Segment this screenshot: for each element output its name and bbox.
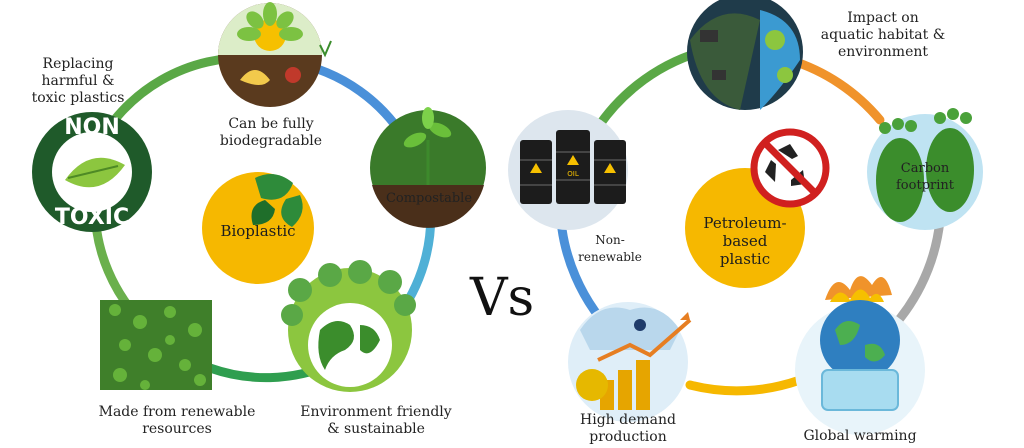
global-warming-label: Global warming [803, 428, 917, 444]
petroleum-title-line2: plastic [719, 250, 771, 268]
aquatic-label-line3: environment [837, 44, 929, 60]
non-renewable-label: Non- renewable [560, 232, 660, 266]
oil-barrel-label: OIL [567, 170, 579, 178]
renewable-label: Made from renewable resources [82, 404, 272, 438]
high-demand-label-line2: production [589, 429, 667, 445]
carbon-label-line1: Carbon [900, 161, 950, 176]
recycle-leaf-icon [251, 174, 303, 227]
badge-text-top: NON [64, 115, 120, 140]
grass-texture-icon [100, 300, 212, 390]
non-renewable-label-line2: renewable [578, 250, 642, 264]
non-renewable-label-line1: Non- [595, 233, 625, 247]
growth-chart-icon [568, 302, 692, 422]
biodegradable-icon [218, 2, 332, 107]
carbon-label: Carbon footprint [880, 160, 970, 194]
no-recycle-icon [750, 128, 830, 208]
environment-label-line2: & sustainable [327, 421, 425, 437]
petroleum-title-line1: Petroleum-based [703, 214, 787, 250]
polluted-earth-icon [687, 0, 803, 111]
biodegradable-label: Can be fully biodegradable [196, 116, 346, 150]
environment-label: Environment friendly & sustainable [286, 404, 466, 438]
oil-barrels-icon: OIL [508, 110, 628, 230]
carbon-label-line2: footprint [896, 178, 954, 193]
biodegradable-label-line1: Can be fully [228, 116, 314, 132]
renewable-label-line2: resources [142, 421, 212, 437]
high-demand-label: High demand production [568, 412, 688, 446]
environment-label-line1: Environment friendly [300, 404, 452, 420]
badge-text-bottom: TOXIC [55, 205, 129, 230]
non-toxic-badge: NON TOXIC [32, 112, 152, 232]
aquatic-label: Impact on aquatic habitat & environment [808, 10, 958, 61]
aquatic-label-line1: Impact on [847, 10, 919, 26]
non-toxic-label-line2: harmful & [41, 73, 115, 89]
high-demand-label-line1: High demand [580, 412, 676, 428]
renewable-label-line1: Made from renewable [98, 404, 256, 420]
non-toxic-label-line3: toxic plastics [31, 90, 125, 106]
versus-label: Vs [470, 268, 535, 328]
non-toxic-label-line1: Replacing [42, 56, 114, 72]
bioplastic-title: Bioplastic [220, 222, 296, 240]
non-toxic-label: Replacing harmful & toxic plastics [18, 56, 138, 107]
carbon-footprint-icon [867, 108, 983, 230]
compostable-label: Compostable [385, 191, 473, 206]
petroleum-title: Petroleum-based plastic [683, 214, 807, 268]
biodegradable-label-line2: biodegradable [219, 133, 323, 149]
aquatic-label-line2: aquatic habitat & [820, 27, 946, 43]
compostable-icon [370, 107, 486, 228]
melting-earth-icon [795, 276, 925, 435]
globe-tree-icon [281, 260, 416, 392]
